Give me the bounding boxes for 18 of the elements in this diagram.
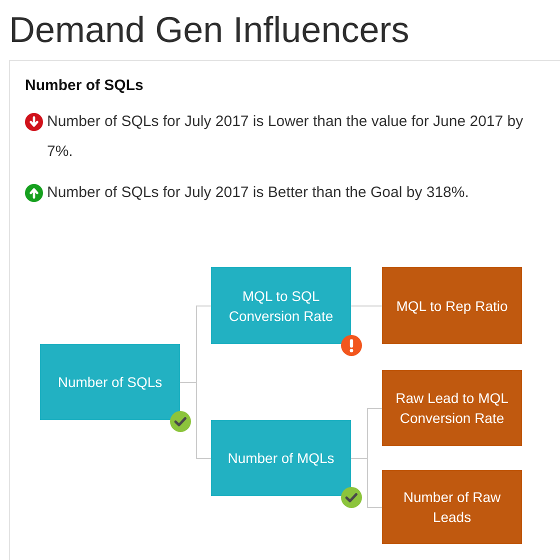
metric-box	[211, 267, 351, 344]
status-sentence: Number of SQLs for July 2017 is Lower than the value for June 2017 by 7%.	[47, 112, 524, 162]
metric-box	[382, 370, 522, 446]
status-sentence: Number of SQLs for July 2017 is Better than the Goal by 318%.	[47, 183, 470, 203]
connector-line	[350, 458, 382, 508]
connector-line	[180, 382, 212, 459]
page-title: Demand Gen Influencers	[9, 8, 410, 52]
section-heading: Number of SQLs	[25, 76, 144, 96]
metric-label: Number of MQLs	[228, 449, 334, 468]
metric-box	[40, 344, 180, 420]
metric-box	[382, 267, 522, 344]
metric-label: MQL to SQL Conversion Rate	[228, 286, 334, 326]
metric-box	[211, 420, 351, 496]
metric-label: Raw Lead to MQL Conversion Rate	[394, 389, 510, 428]
metric-label: Number of SQLs	[58, 373, 162, 392]
metric-box	[382, 470, 522, 544]
metric-label: MQL to Rep Ratio	[396, 296, 508, 316]
metric-label: Number of Raw Leads	[402, 488, 502, 527]
